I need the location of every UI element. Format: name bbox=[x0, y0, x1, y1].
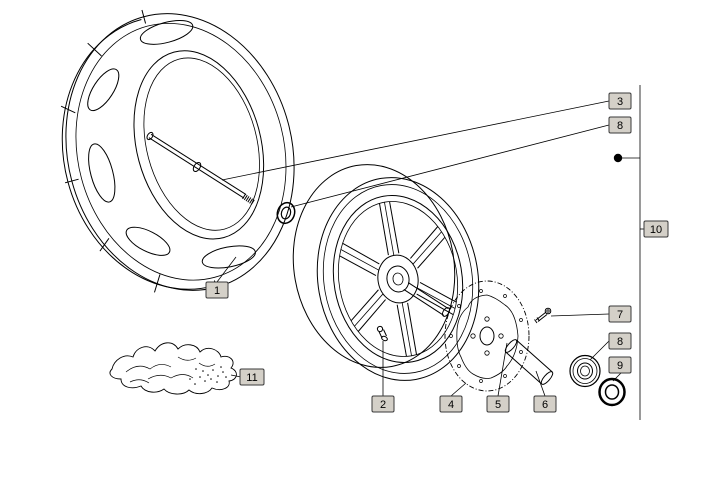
callout-6-label: 6 bbox=[542, 399, 548, 411]
wheel-spokes bbox=[339, 201, 457, 357]
leader-5 bbox=[497, 342, 508, 397]
tire-cutout bbox=[139, 19, 194, 45]
leader-3 bbox=[221, 100, 610, 181]
assembly-marker-dot bbox=[613, 153, 623, 163]
callout-8-bottom-box bbox=[608, 332, 632, 350]
leader-6 bbox=[535, 370, 546, 397]
callout-10-box bbox=[643, 220, 669, 238]
callout-5-label: 5 bbox=[495, 399, 501, 411]
tire-cutout bbox=[125, 226, 171, 256]
callout-5-box bbox=[486, 395, 510, 413]
callout-9-box bbox=[608, 356, 632, 374]
leader-4 bbox=[450, 382, 467, 397]
leader-8-bottom bbox=[589, 340, 610, 361]
tire-cutout bbox=[201, 245, 256, 269]
wheel-bearing bbox=[569, 354, 601, 388]
disc-center-hole bbox=[479, 326, 495, 346]
callout-7-box bbox=[608, 305, 632, 323]
callout-11-label: 11 bbox=[246, 372, 257, 384]
callout-8-bottom-label: 8 bbox=[617, 336, 623, 348]
callout-9-label: 9 bbox=[617, 360, 623, 372]
leader-7 bbox=[550, 313, 610, 317]
callout-1-label: 1 bbox=[214, 285, 220, 297]
disc-screw bbox=[534, 307, 552, 324]
spacer-ring bbox=[276, 201, 296, 225]
cloth-stipple bbox=[189, 366, 227, 385]
wheel-hub bbox=[377, 254, 419, 304]
hub-stub bbox=[403, 282, 451, 317]
callout-11-box bbox=[239, 368, 265, 386]
brake-disc bbox=[444, 280, 530, 392]
leader-1 bbox=[216, 256, 237, 283]
axle-collar bbox=[192, 161, 202, 173]
callout-4-label: 4 bbox=[448, 399, 454, 411]
tire-cutout bbox=[87, 68, 120, 112]
callout-3-box bbox=[608, 92, 632, 110]
front-wheel bbox=[292, 164, 480, 381]
cloth-part bbox=[109, 342, 237, 395]
seal-ring bbox=[598, 377, 626, 407]
callout-4-box bbox=[439, 395, 463, 413]
callout-2-label: 2 bbox=[380, 399, 386, 411]
leader-8-top bbox=[290, 124, 610, 208]
callout-8-top-label: 8 bbox=[617, 120, 623, 132]
tire bbox=[60, 9, 295, 295]
wheel-axle bbox=[146, 131, 255, 205]
leader-11 bbox=[230, 374, 242, 378]
callout-6-box bbox=[533, 395, 557, 413]
leader-lines bbox=[216, 85, 644, 420]
callout-8-top-box bbox=[608, 116, 632, 134]
callout-7-label: 7 bbox=[617, 309, 623, 321]
callout-numbers: 1 2 3 4 5 6 7 8 8 9 10 11 bbox=[214, 96, 662, 411]
spacer-tube bbox=[504, 339, 554, 385]
callout-labels bbox=[205, 92, 669, 413]
leader-9 bbox=[612, 372, 622, 382]
callout-3-label: 3 bbox=[617, 96, 623, 108]
callout-10-label: 10 bbox=[650, 224, 662, 236]
tire-cutout bbox=[88, 143, 116, 203]
tire-valve bbox=[376, 325, 388, 342]
callout-2-box bbox=[371, 395, 395, 413]
callout-1-box bbox=[205, 281, 229, 299]
